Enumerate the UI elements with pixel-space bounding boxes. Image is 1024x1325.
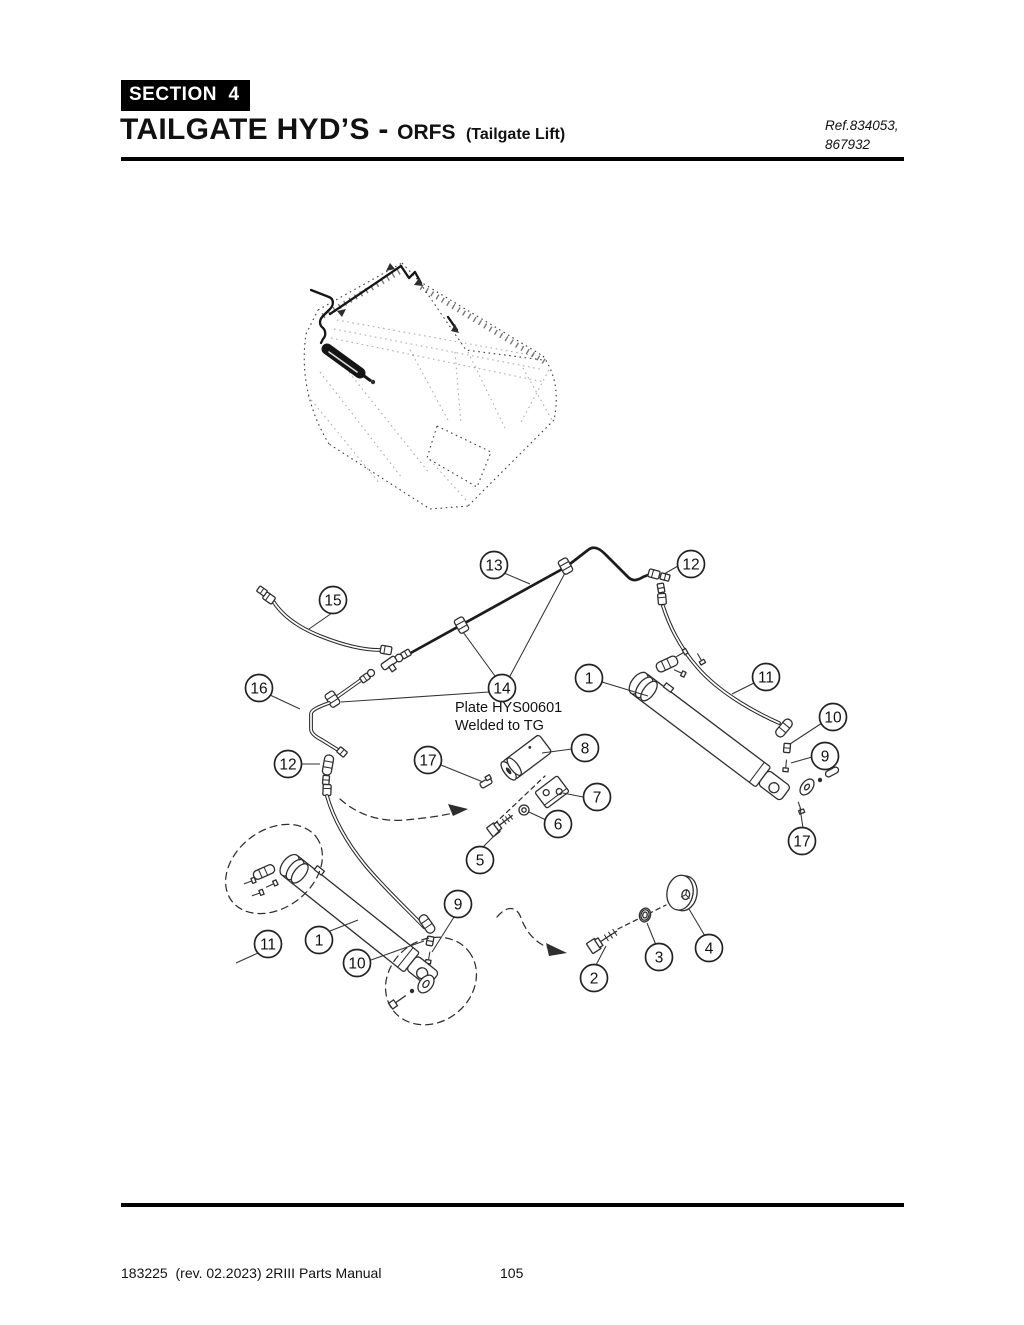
arrowhead xyxy=(448,804,468,816)
reference-numbers: Ref.834053, 867932 xyxy=(825,116,899,154)
svg-text:12: 12 xyxy=(279,756,296,773)
callout-10: 10 xyxy=(818,702,848,732)
callout-11: 11 xyxy=(253,929,283,959)
svg-text:12: 12 xyxy=(682,556,699,573)
callout-15: 15 xyxy=(318,585,348,615)
note-line-2: Welded to TG xyxy=(455,718,544,734)
callout-16: 16 xyxy=(244,673,274,703)
hose-11-right xyxy=(656,582,795,773)
callout-17: 17 xyxy=(787,826,817,856)
svg-text:10: 10 xyxy=(348,955,366,972)
installed-cylinder xyxy=(321,343,376,385)
flow-arrow xyxy=(451,324,459,333)
callout-2: 2 xyxy=(579,963,609,993)
callout-17: 17 xyxy=(413,745,443,775)
svg-text:4: 4 xyxy=(705,940,714,957)
footer-rule xyxy=(121,1203,904,1207)
svg-text:14: 14 xyxy=(493,680,511,697)
note-line-1: Plate HYS00601 xyxy=(455,700,562,716)
sleeve-8 xyxy=(500,734,552,781)
svg-text:17: 17 xyxy=(419,752,436,769)
ref-line-2: 867932 xyxy=(825,137,871,152)
bolt-5 xyxy=(486,813,513,838)
section-badge: SECTION 4 xyxy=(121,80,250,111)
hose-15 xyxy=(255,585,398,673)
callout-5: 5 xyxy=(465,845,495,875)
ref-line-1: Ref.834053, xyxy=(825,118,899,133)
washer xyxy=(799,778,815,796)
svg-text:10: 10 xyxy=(824,709,842,726)
pin xyxy=(824,766,840,778)
plate-7 xyxy=(534,775,570,809)
page-title: TAILGATE HYD’S - ORFS (Tailgate Lift) xyxy=(120,113,565,147)
svg-text:7: 7 xyxy=(593,789,602,806)
fitting-17 xyxy=(479,774,493,789)
disc-4 xyxy=(666,874,698,912)
nut-6 xyxy=(518,804,530,816)
leader-lines xyxy=(235,565,823,966)
flow-arrow xyxy=(386,263,395,271)
svg-text:2: 2 xyxy=(590,970,599,987)
header-rule xyxy=(121,157,904,161)
foot-bolt xyxy=(387,995,407,1010)
title-paren: (Tailgate Lift) xyxy=(465,126,566,143)
svg-text:1: 1 xyxy=(585,670,594,687)
page-number: 105 xyxy=(500,1265,524,1281)
svg-text:17: 17 xyxy=(793,833,810,850)
footer-text: 183225 (rev. 02.2023) 2RIII Parts Manual xyxy=(121,1265,382,1281)
callout-3: 3 xyxy=(644,942,674,972)
tube-13 xyxy=(394,546,671,663)
left-cylinder xyxy=(242,853,439,1010)
svg-text:15: 15 xyxy=(324,592,341,609)
callout-12: 12 xyxy=(273,749,303,779)
callout-6: 6 xyxy=(543,809,573,839)
washer xyxy=(417,974,435,994)
svg-text:16: 16 xyxy=(250,680,267,697)
svg-text:5: 5 xyxy=(476,852,485,869)
svg-text:8: 8 xyxy=(581,740,590,757)
detail-markers xyxy=(224,798,567,1026)
callout-11: 11 xyxy=(751,662,781,692)
svg-text:11: 11 xyxy=(260,936,276,953)
callout-9: 9 xyxy=(443,889,473,919)
callout-14: 14 xyxy=(487,673,517,703)
callout-4: 4 xyxy=(694,933,724,963)
svg-text:13: 13 xyxy=(485,557,502,574)
title-main: TAILGATE HYD’S - xyxy=(120,113,389,146)
callout-7: 7 xyxy=(582,782,612,812)
tube-16-hose-11 xyxy=(309,668,438,965)
washer-3 xyxy=(638,907,652,923)
bottom-parts xyxy=(586,874,698,955)
svg-text:6: 6 xyxy=(554,816,563,833)
callout-10: 10 xyxy=(342,948,372,978)
right-cylinder xyxy=(628,647,840,815)
svg-text:9: 9 xyxy=(454,896,463,913)
callout-13: 13 xyxy=(479,550,509,580)
callout-1: 1 xyxy=(304,925,334,955)
machine-sketch xyxy=(303,262,557,510)
arrowhead xyxy=(546,943,567,956)
svg-text:9: 9 xyxy=(821,748,830,765)
svg-text:1: 1 xyxy=(315,932,324,949)
callout-12: 12 xyxy=(676,549,706,579)
flow-arrow xyxy=(337,309,346,317)
callout-8: 8 xyxy=(570,733,600,763)
flow-arrow xyxy=(414,278,423,286)
callout-9: 9 xyxy=(810,741,840,771)
callout-1: 1 xyxy=(574,663,604,693)
bolt-2 xyxy=(586,928,618,955)
title-sub: ORFS xyxy=(397,121,456,144)
svg-text:3: 3 xyxy=(655,949,664,966)
svg-text:11: 11 xyxy=(758,669,774,686)
